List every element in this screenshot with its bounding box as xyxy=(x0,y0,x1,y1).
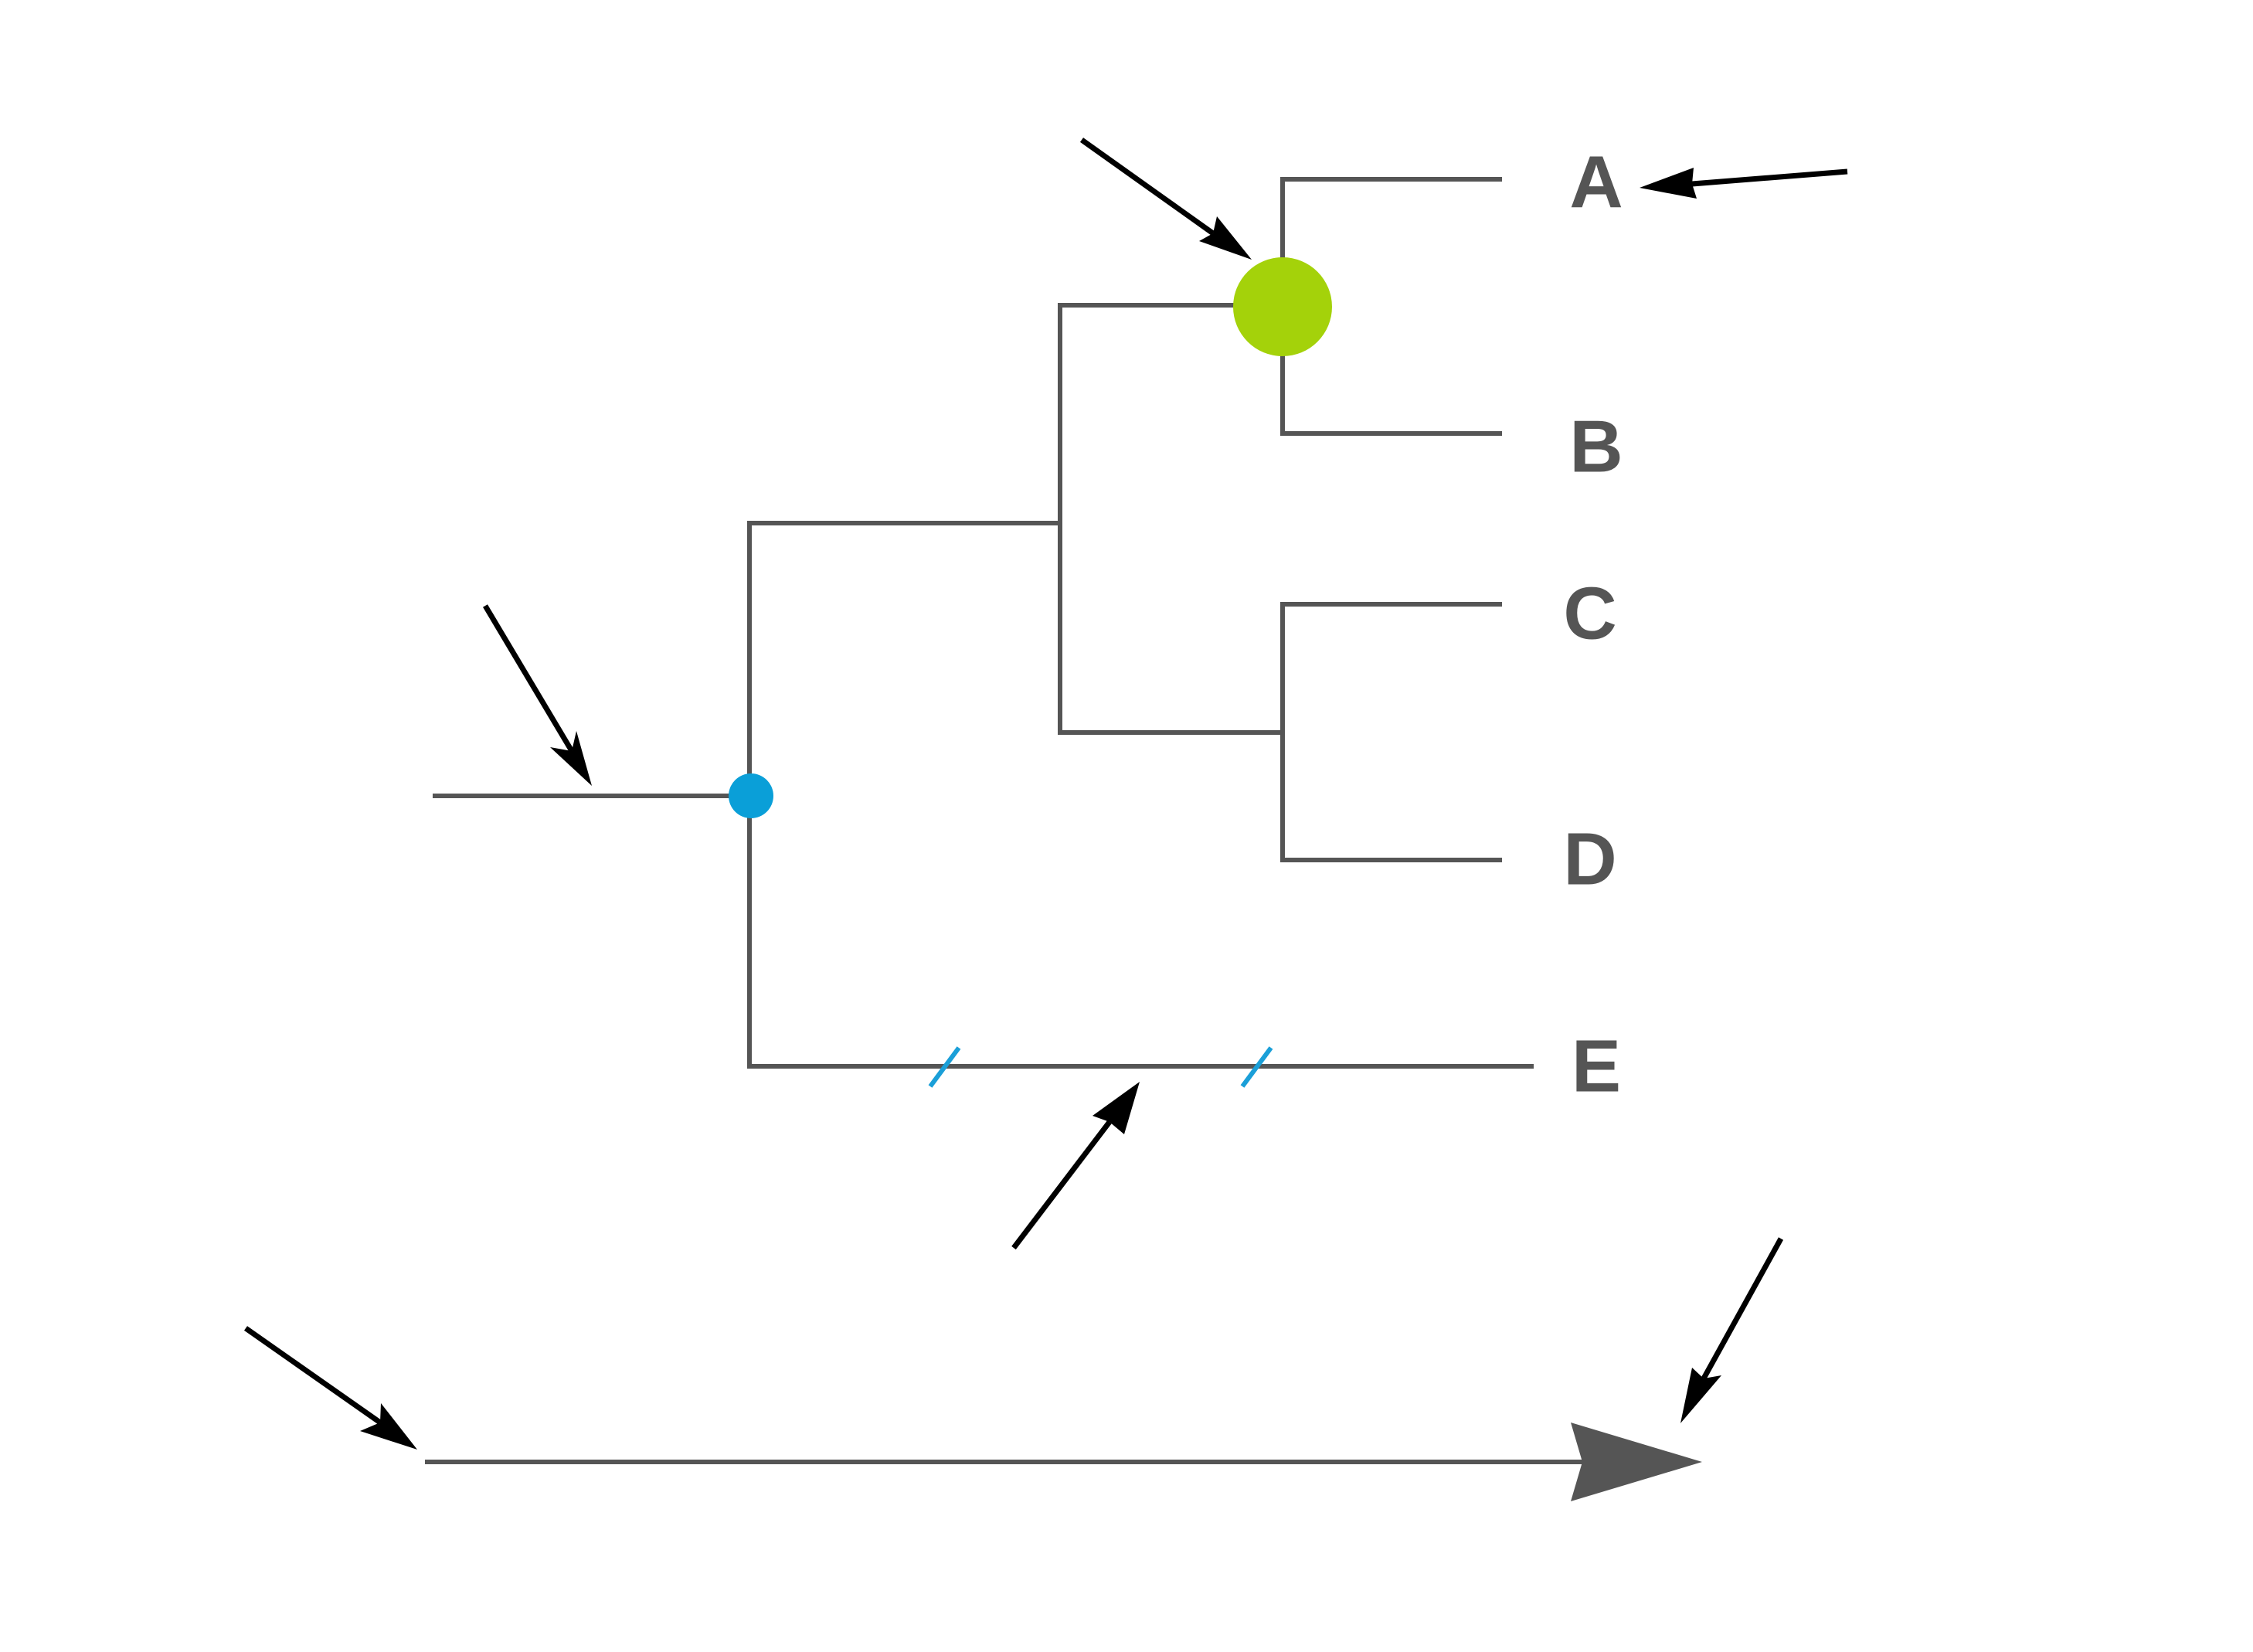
time-axis-arrowhead xyxy=(1571,1423,1702,1501)
pointer-arrows xyxy=(243,138,1848,1450)
tip-label-d: D xyxy=(1563,818,1616,901)
tip-label-a: A xyxy=(1569,141,1623,224)
pointer-arrow xyxy=(1680,1237,1784,1423)
break-mark xyxy=(928,1046,961,1088)
root-node-dot xyxy=(729,773,773,818)
tree-branches xyxy=(433,177,1534,1069)
pointer-arrow xyxy=(1011,1082,1140,1250)
break-mark xyxy=(1240,1046,1273,1088)
tip-label-c: C xyxy=(1563,573,1616,655)
pointer-arrow xyxy=(1640,168,1848,199)
pointer-arrow xyxy=(1079,138,1252,260)
branch-e-break-marks xyxy=(928,1046,1273,1088)
tip-label-e: E xyxy=(1572,1025,1621,1108)
tip-labels: A B C D E xyxy=(1563,141,1623,1108)
ab-node-dot xyxy=(1233,257,1332,356)
time-axis-arrow xyxy=(425,1423,1702,1501)
tip-label-b: B xyxy=(1569,406,1623,488)
pointer-arrow xyxy=(243,1326,417,1450)
pointer-arrow xyxy=(482,604,592,786)
